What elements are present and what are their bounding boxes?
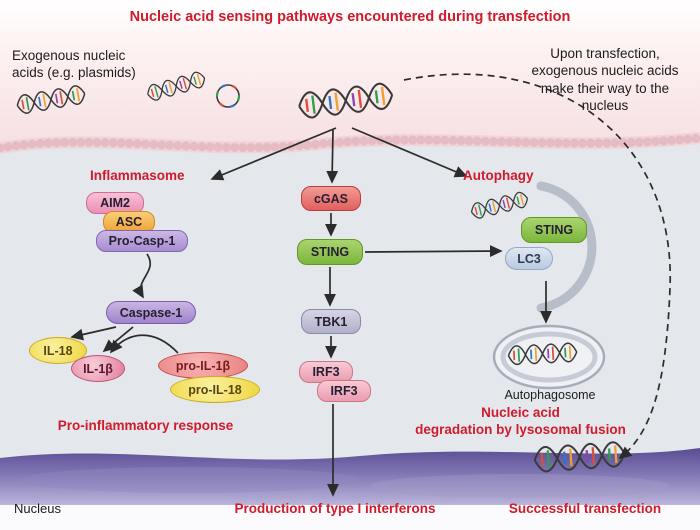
arrow-dashed-to-nucleus (403, 73, 671, 460)
node-irf3-2: IRF3 (317, 380, 371, 402)
extracellular-region (0, 0, 700, 148)
node-pro-il-18: pro-IL-18 (170, 376, 260, 403)
label-type1-interferons: Production of type I interferons (234, 501, 436, 516)
node-cgas: cGAS (301, 186, 361, 211)
pathway-arrows (70, 73, 671, 497)
node-tbk1: TBK1 (301, 309, 361, 334)
arrow-dna-to-inflammasome (210, 127, 337, 181)
nucleus-highlight (20, 467, 360, 493)
label-autophagy: Autophagy (463, 168, 534, 183)
label-inflammasome: Inflammasome (90, 168, 185, 183)
node-sting: STING (297, 239, 363, 265)
arrow-dna-to-cgas (326, 129, 339, 184)
arrow-procasp-to-caspase1 (132, 253, 152, 299)
node-sting-autophagy: STING (521, 217, 587, 243)
cell-membrane-texture (0, 133, 700, 153)
nucleus-highlight (370, 474, 670, 498)
label-upon-transfection: Upon transfection, exogenous nucleic aci… (531, 46, 679, 113)
node-irf3-1: IRF3 (299, 361, 353, 383)
node-pro-casp-1: Pro-Casp-1 (96, 230, 188, 252)
arrow-caspase1-to-il18 (70, 326, 117, 341)
label-nucleus: Nucleus (14, 501, 61, 516)
node-pro-il-1b: pro-IL-1β (158, 352, 248, 379)
arrow-proil-to-il1b (109, 334, 179, 354)
label-pro-inflammatory-response: Pro-inflammatory response (57, 418, 234, 433)
arrow-dna-to-autophagy (351, 127, 468, 178)
label-exogenous-nucleic-acids: Exogenous nucleic acids (e.g. plasmids) (12, 48, 136, 81)
plasmid-icon (215, 83, 241, 109)
arrow-sting-to-lc3 (364, 245, 503, 258)
bottom-strip (0, 505, 700, 530)
arrow-caspase1-to-il1b (102, 326, 134, 353)
diagram-title: Nucleic acid sensing pathways encountere… (129, 9, 571, 25)
node-lc3: LC3 (505, 247, 553, 270)
label-lysosomal-degradation: Nucleic acid degradation by lysosomal fu… (415, 405, 626, 438)
node-il-1b: IL-1β (71, 355, 125, 382)
isolation-membrane-arc (536, 181, 597, 313)
label-autophagosome: Autophagosome (504, 388, 596, 402)
node-caspase-1: Caspase-1 (106, 301, 196, 324)
autophagosome-inner-membrane (500, 331, 598, 383)
label-successful-transfection: Successful transfection (508, 501, 662, 516)
